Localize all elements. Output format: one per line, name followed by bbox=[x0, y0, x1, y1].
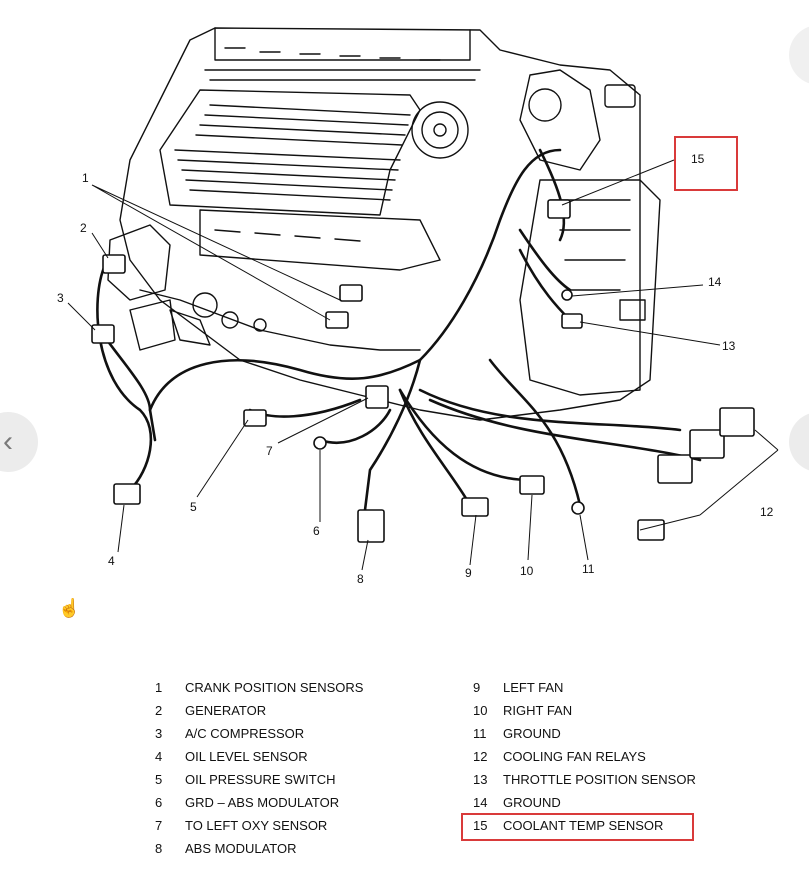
next-image-button[interactable] bbox=[789, 412, 809, 472]
callout-11: 11 bbox=[582, 562, 595, 576]
callout-1: 1 bbox=[82, 171, 89, 185]
callout-7: 7 bbox=[266, 444, 273, 458]
wire-harness bbox=[96, 263, 153, 492]
next-image-button-top[interactable] bbox=[789, 25, 809, 85]
chevron-left-icon: ‹ bbox=[3, 425, 13, 458]
callout-10: 10 bbox=[520, 564, 534, 578]
engine-wiring-diagram bbox=[67, 27, 779, 571]
callout-8: 8 bbox=[357, 572, 364, 586]
callout-6: 6 bbox=[313, 524, 320, 538]
callout-15: 15 bbox=[691, 152, 705, 166]
callout-3: 3 bbox=[57, 291, 64, 305]
callout-9: 9 bbox=[465, 566, 472, 580]
callout-14: 14 bbox=[708, 275, 722, 289]
callout-2: 2 bbox=[80, 221, 87, 235]
callout-5: 5 bbox=[190, 500, 197, 514]
valve-cover bbox=[159, 89, 421, 216]
callout-13: 13 bbox=[722, 339, 736, 353]
legend-15-highlight bbox=[461, 813, 694, 841]
callout-12: 12 bbox=[760, 505, 774, 519]
callout-15-highlight bbox=[674, 136, 738, 191]
engine-block bbox=[119, 27, 661, 421]
hand-cursor-icon: ☝ bbox=[58, 598, 81, 618]
callout-4: 4 bbox=[108, 554, 115, 568]
